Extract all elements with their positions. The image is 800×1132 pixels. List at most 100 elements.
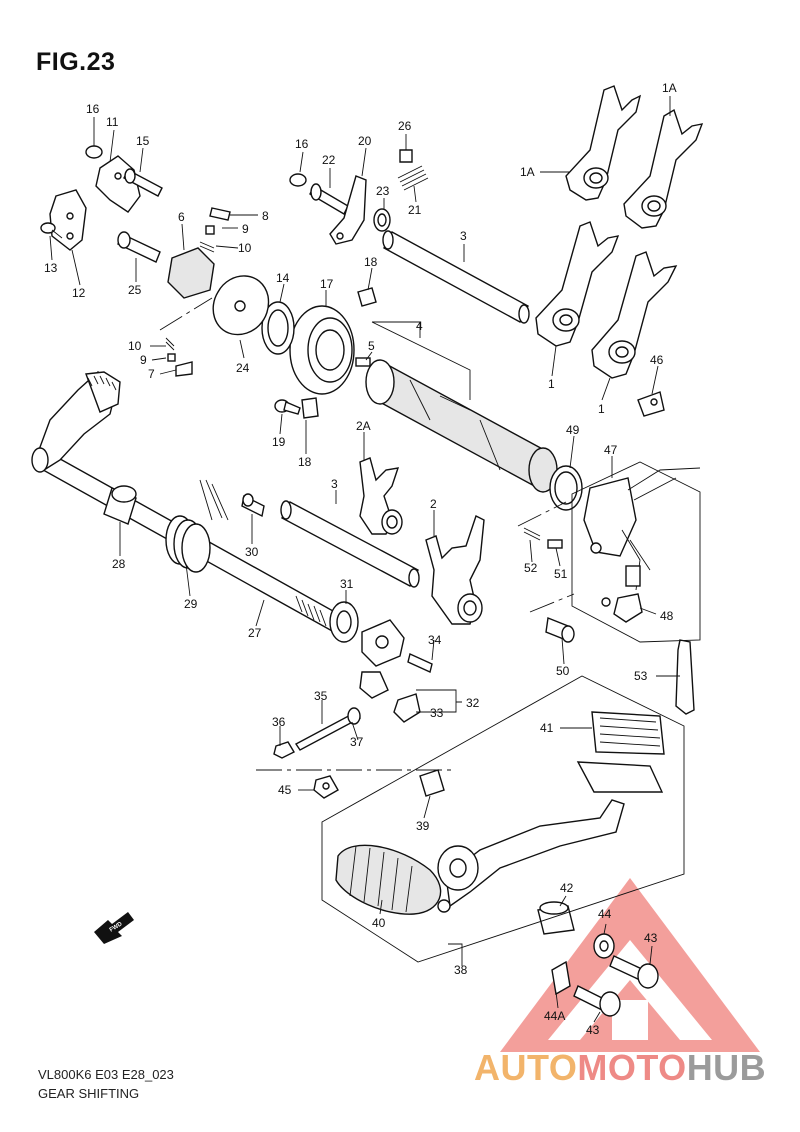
callout-38: 38 (454, 963, 468, 977)
footpeg-pad-backing (576, 761, 664, 793)
watermark-hub: HUB (686, 1047, 767, 1088)
lever-assembly-outline (321, 675, 685, 963)
washer-44a (551, 960, 571, 996)
washer-23 (373, 208, 391, 232)
callout-27: 27 (248, 626, 262, 640)
switch-sensor-48 (601, 593, 643, 623)
callout-10: 10 (238, 241, 252, 255)
nut-45 (313, 775, 339, 799)
fork-shaft-3-lower (280, 500, 420, 588)
shift-fork-1-right (591, 251, 678, 379)
figure-title: FIG.23 (36, 48, 116, 76)
bolt-19-washer-18b (274, 397, 319, 419)
pin-51-spring-52 (523, 527, 563, 549)
pin-8-spring-9-10 (199, 207, 231, 253)
callout-41: 41 (540, 721, 554, 735)
callout-5: 5 (368, 339, 375, 353)
callout-2a: 2A (356, 419, 371, 433)
spline-end (295, 595, 327, 627)
callout-51: 51 (554, 567, 568, 581)
gearshift-arm-20 (329, 175, 367, 245)
footpeg-pad-41 (591, 711, 665, 755)
callout-labels: 16 11 15 8 6 9 10 13 12 25 16 22 20 26 2… (44, 81, 677, 1037)
bolt-43-upper (609, 955, 659, 989)
callout-31: 31 (340, 577, 354, 591)
nut-36 (273, 741, 295, 759)
callout-52: 52 (524, 561, 538, 575)
oil-seal-14 (261, 301, 295, 355)
callout-11: 11 (106, 115, 119, 129)
gearshift-rod-35 (294, 707, 362, 751)
callout-20: 20 (358, 134, 372, 148)
shift-fork-1a-upper (565, 85, 642, 201)
callout-33: 33 (430, 706, 444, 720)
shift-fork-1a-lower (623, 108, 704, 229)
callout-10b: 10 (128, 339, 142, 353)
callout-26: 26 (398, 119, 412, 133)
shift-fork-2a (359, 457, 403, 535)
shift-fork-1-left (535, 221, 620, 347)
gearshift-plate-12 (49, 189, 87, 251)
callout-18b: 18 (298, 455, 312, 469)
leader-lines (49, 96, 680, 1023)
callout-44a: 44A (544, 1009, 565, 1023)
callout-19: 19 (272, 435, 286, 449)
callout-1-left: 1 (548, 377, 555, 391)
bolt-15 (123, 168, 163, 197)
watermark-moto: MOTO (577, 1047, 687, 1088)
bearing-17 (289, 305, 355, 395)
callout-28: 28 (112, 557, 126, 571)
figure-caption: GEAR SHIFTING (38, 1086, 140, 1101)
callout-53: 53 (634, 669, 648, 683)
washer-16a (85, 145, 103, 159)
callout-23: 23 (376, 184, 390, 198)
callout-17: 17 (320, 277, 334, 291)
return-spring-29 (165, 479, 229, 573)
callout-16b: 16 (295, 137, 309, 151)
bolt-43-lower (573, 985, 621, 1017)
callout-43-lower: 43 (586, 1023, 600, 1037)
shift-fork-2 (425, 515, 485, 625)
callout-29: 29 (184, 597, 198, 611)
watermark-auto: AUTO (474, 1047, 578, 1088)
centerline-upper (159, 297, 213, 331)
cam-stopper-6 (167, 247, 215, 299)
callout-16: 16 (86, 102, 100, 116)
callout-50: 50 (556, 664, 570, 678)
callout-44: 44 (598, 907, 612, 921)
callout-3-upper: 3 (460, 229, 467, 243)
callout-25: 25 (128, 283, 142, 297)
callout-32: 32 (466, 696, 480, 710)
spring-21 (397, 165, 429, 191)
callout-2: 2 (430, 497, 437, 511)
bolt-22 (309, 183, 349, 215)
centerline-middle (517, 501, 567, 527)
callout-49: 49 (566, 423, 580, 437)
callout-4: 4 (416, 319, 423, 333)
pin-26 (399, 149, 413, 163)
bolt-50 (545, 617, 575, 643)
gearshift-lever-38 (437, 799, 625, 908)
callout-21: 21 (408, 203, 422, 217)
callout-46: 46 (650, 353, 664, 367)
callout-13: 13 (44, 261, 58, 275)
callout-14: 14 (276, 271, 290, 285)
callout-9b: 9 (140, 353, 147, 367)
cam-plate-24 (212, 275, 270, 336)
gearshift-arm-link-32 (359, 619, 421, 723)
callout-7: 7 (148, 367, 155, 381)
fork-shaft-3-upper (382, 230, 530, 324)
switch-assembly-outline (571, 461, 701, 643)
callout-18: 18 (364, 255, 378, 269)
callout-6: 6 (178, 210, 185, 224)
forward-direction-arrow: FWD (94, 912, 134, 944)
callout-22: 22 (322, 153, 336, 167)
washer-18a (357, 287, 377, 307)
callout-15: 15 (136, 134, 150, 148)
gear-shift-cam-drum (365, 359, 558, 493)
spacer-42 (537, 901, 575, 935)
clamp-53 (675, 639, 695, 715)
collar-28 (103, 485, 137, 525)
